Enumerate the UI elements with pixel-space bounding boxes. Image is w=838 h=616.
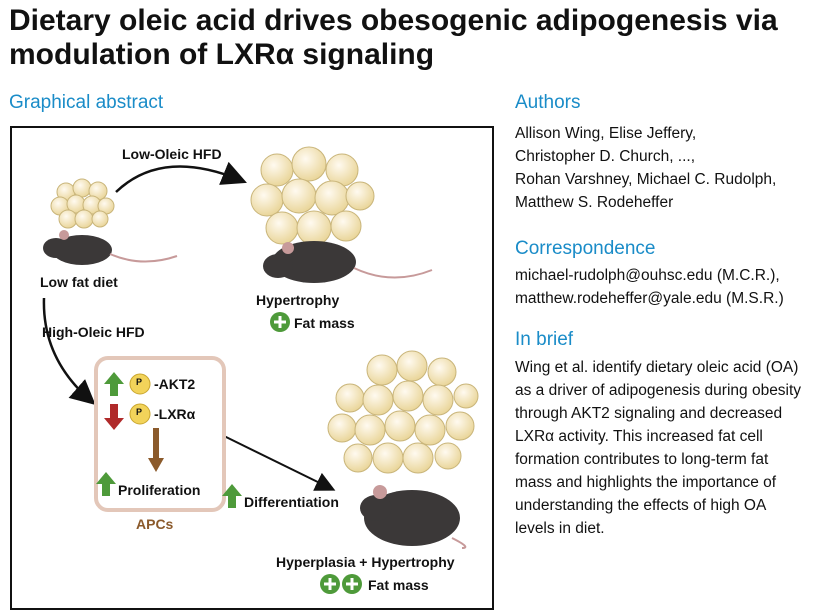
- brief-line: LXRα activity. This increased fat cell: [515, 428, 763, 445]
- akt2-label: -AKT2: [154, 376, 196, 392]
- graphical-abstract-figure: [42, 146, 479, 594]
- phospho-label: P: [136, 407, 143, 417]
- article-title: Dietary oleic acid drives obesogenic adi…: [9, 4, 778, 71]
- high-oleic-arrow: [42, 297, 96, 405]
- author-line: Allison Wing, Elise Jeffery,: [515, 125, 697, 142]
- correspondence-list: michael-rudolph@ouhsc.edu (M.C.R.), matt…: [515, 264, 833, 310]
- differentiation-label: Differentiation: [244, 494, 339, 510]
- phospho-icon: [129, 373, 151, 395]
- brief-line: as a driver of adipogenesis during obesi…: [515, 382, 802, 399]
- low-oleic-label: Low-Oleic HFD: [122, 146, 222, 162]
- fat-mass-label: Fat mass: [294, 315, 355, 331]
- brief-line: Wing et al. identify dietary oleic acid …: [515, 359, 799, 376]
- in-brief-text: Wing et al. identify dietary oleic acid …: [515, 356, 833, 540]
- author-line: Christopher D. Church, ...,: [515, 148, 696, 165]
- fat-mass-label-2: Fat mass: [368, 577, 429, 593]
- graphical-abstract-box: Low-Oleic HFD Low fat diet Hypertrophy F…: [10, 126, 494, 610]
- graphical-abstract-heading: Graphical abstract: [9, 92, 164, 113]
- author-line: Rohan Varshney, Michael C. Rudolph,: [515, 171, 777, 188]
- differentiation-arrow: [223, 435, 336, 491]
- low-fat-diet-label: Low fat diet: [40, 274, 118, 290]
- down-arrow-icon: [104, 404, 124, 430]
- small-fat-cluster: [50, 178, 115, 229]
- in-brief-heading: In brief: [515, 329, 574, 350]
- authors-heading: Authors: [515, 92, 581, 113]
- proliferation-label: Proliferation: [118, 482, 201, 498]
- brief-line: mass and highlights the importance of: [515, 474, 777, 491]
- up-arrow-icon: [222, 484, 242, 508]
- correspondence-heading: Correspondence: [515, 238, 656, 259]
- brief-line: formation contributes to long-term fat: [515, 451, 769, 468]
- hypertrophic-fat-cluster: [250, 146, 375, 246]
- brief-line: understanding the effects of high OA: [515, 497, 767, 514]
- hypertrophy-label: Hypertrophy: [256, 292, 340, 308]
- author-line: Matthew S. Rodeheffer: [515, 194, 674, 211]
- email-link[interactable]: michael-rudolph@ouhsc.edu (M.C.R.),: [515, 267, 780, 284]
- brief-line: levels in diet.: [515, 520, 605, 537]
- plus-icon: [270, 312, 290, 332]
- obese-mouse-icon: [360, 485, 467, 549]
- plus-icon: [320, 574, 340, 594]
- high-oleic-label: High-Oleic HFD: [42, 324, 145, 340]
- up-arrow-icon: [104, 372, 124, 396]
- email-link[interactable]: matthew.rodeheffer@yale.edu (M.S.R.): [515, 290, 784, 307]
- authors-list: Allison Wing, Elise Jeffery, Christopher…: [515, 122, 833, 214]
- phospho-icon: [129, 403, 151, 425]
- plus-icon: [342, 574, 362, 594]
- brown-down-arrow-icon: [148, 428, 164, 472]
- hypertrophy-mouse-icon: [263, 241, 433, 283]
- hyperplastic-fat-cluster: [327, 350, 479, 474]
- hyperplasia-label: Hyperplasia + Hypertrophy: [276, 554, 455, 570]
- brief-line: through AKT2 signaling and decreased: [515, 405, 783, 422]
- apcs-label: APCs: [136, 516, 174, 532]
- phospho-label: P: [136, 377, 143, 387]
- lxra-label: -LXRα: [154, 406, 196, 422]
- apc-box: [94, 356, 226, 512]
- low-oleic-arrow: [115, 161, 247, 193]
- lean-mouse-icon: [43, 230, 178, 265]
- up-arrow-icon: [96, 472, 116, 496]
